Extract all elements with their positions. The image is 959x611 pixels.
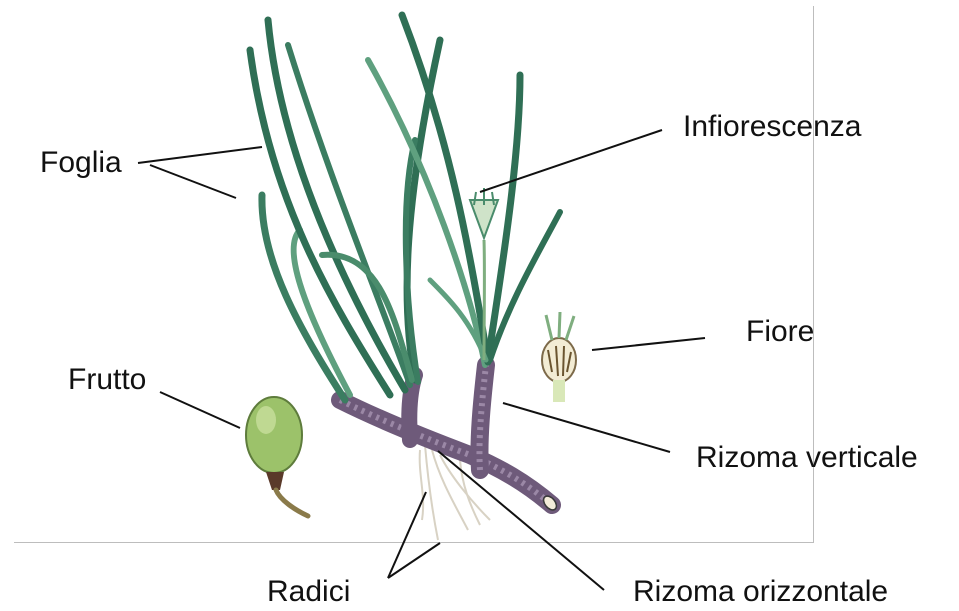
- label-frutto: Frutto: [68, 365, 146, 395]
- label-rizoma-verticale: Rizoma verticale: [696, 443, 918, 473]
- leader-rizoma-verticale: [503, 403, 670, 452]
- leaves: [250, 15, 560, 400]
- leader-lines: [138, 130, 705, 590]
- leader-fiore: [592, 338, 705, 350]
- leader-frutto: [160, 392, 240, 428]
- leader-infiorescenza: [480, 130, 662, 192]
- label-rizoma-orizzontale: Rizoma orizzontale: [633, 577, 888, 607]
- fruit: [246, 397, 308, 516]
- flower: [542, 312, 576, 402]
- label-infiorescenza: Infiorescenza: [683, 112, 861, 142]
- label-fiore: Fiore: [746, 317, 814, 347]
- leader-foglia-2: [150, 165, 236, 198]
- label-foglia: Foglia: [40, 148, 122, 178]
- leader-foglia-1: [138, 147, 262, 163]
- label-radici: Radici: [267, 577, 350, 607]
